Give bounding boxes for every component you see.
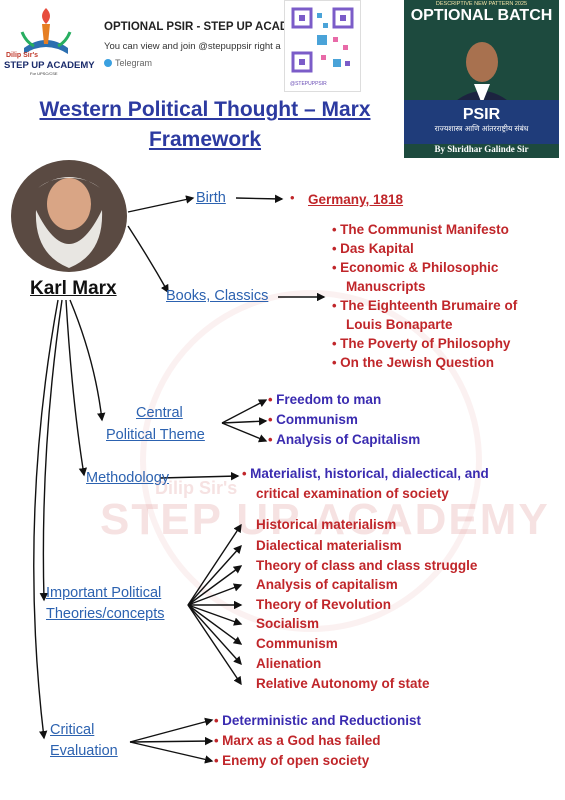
birth-label: Birth bbox=[196, 190, 226, 206]
page-title: Western Political Thought – Marx Framewo… bbox=[39, 98, 371, 151]
theme-item: • Freedom to man bbox=[268, 392, 382, 407]
torch-book-icon bbox=[20, 8, 72, 54]
telegram-title: OPTIONAL PSIR - STEP UP ACADE bbox=[104, 21, 296, 33]
critical-label-1: Critical bbox=[50, 722, 95, 738]
theories-label-2: Theories/concepts bbox=[46, 606, 165, 622]
marx-portrait bbox=[8, 158, 130, 276]
critical-label-2: Evaluation bbox=[50, 743, 118, 759]
watermark-line2: STEP UP ACADEMY bbox=[100, 495, 550, 544]
book-item: • On the Jewish Question bbox=[332, 355, 494, 370]
book-item: • Economic & Philosophic bbox=[332, 260, 499, 275]
logo-line2: STEP UP ACADEMY bbox=[4, 60, 95, 71]
critical-item: • Deterministic and Reductionist bbox=[214, 713, 421, 728]
karl-marx-label: Karl Marx bbox=[30, 278, 117, 299]
telegram-description: You can view and join @stepuppsir right … bbox=[104, 41, 281, 52]
theory-item: Analysis of capitalism bbox=[256, 577, 398, 592]
banner-psir: PSIR bbox=[462, 106, 501, 123]
bullet: • bbox=[290, 190, 295, 205]
book-item: • The Eighteenth Brumaire of bbox=[332, 298, 518, 313]
telegram-link[interactable]: Telegram bbox=[115, 58, 153, 68]
theme-label-2: Political Theme bbox=[106, 427, 205, 443]
birth-value: Germany, 1818 bbox=[308, 192, 404, 207]
theory-item: Historical materialism bbox=[256, 517, 397, 532]
qr-label: @STEPUPPSIR bbox=[290, 81, 327, 87]
book-item: • The Communist Manifesto bbox=[332, 222, 509, 237]
theory-item: Alienation bbox=[256, 656, 322, 671]
banner-title: OPTIONAL BATCH bbox=[410, 7, 553, 24]
book-item: • Das Kapital bbox=[332, 241, 414, 256]
theory-item: Dialectical materialism bbox=[256, 538, 402, 553]
watermark-circle bbox=[140, 290, 482, 632]
theme-item: • Communism bbox=[268, 412, 358, 427]
course-banner bbox=[404, 0, 559, 158]
books-label: Books, Classics bbox=[166, 288, 269, 304]
methodology-line1: • Materialist, historical, dialectical, … bbox=[242, 466, 489, 481]
watermark-line1: Dilip Sir's bbox=[155, 478, 238, 498]
methodology-label: Methodology bbox=[86, 470, 170, 486]
banner-hindi: राज्यशास्त्र आणि आंतरराष्ट्रीय संबंध bbox=[434, 124, 529, 133]
telegram-icon bbox=[104, 59, 112, 67]
theory-item: Relative Autonomy of state bbox=[256, 676, 430, 691]
theory-item: Communism bbox=[256, 636, 338, 651]
academy-logo bbox=[2, 2, 90, 90]
marx-portrait-image bbox=[11, 160, 127, 272]
book-item-cont: Manuscripts bbox=[346, 279, 426, 294]
logo-line3: For UPSC/CSE bbox=[30, 71, 58, 76]
book-item: • The Poverty of Philosophy bbox=[332, 336, 511, 351]
instructor-portrait bbox=[404, 0, 559, 158]
qr-code bbox=[284, 0, 361, 92]
logo-line1: Dilip Sir's bbox=[6, 52, 39, 59]
theory-item: Socialism bbox=[256, 616, 320, 631]
banner-subtitle: DESCRIPTIVE NEW PATTERN 2025 bbox=[435, 1, 528, 7]
critical-item: • Marx as a God has failed bbox=[214, 733, 381, 748]
theme-label-1: Central bbox=[136, 405, 183, 421]
theory-item: Theory of Revolution bbox=[256, 597, 391, 612]
theme-item: • Analysis of Capitalism bbox=[268, 432, 421, 447]
theory-item: Theory of class and class struggle bbox=[256, 558, 478, 573]
book-item-cont: Louis Bonaparte bbox=[346, 317, 453, 332]
qr-code-icon bbox=[291, 7, 354, 73]
methodology-line2: critical examination of society bbox=[256, 486, 449, 501]
theories-label-1: Important Political bbox=[46, 585, 162, 601]
banner-byline: By Shridhar Galinde Sir bbox=[434, 144, 529, 154]
critical-item: • Enemy of open society bbox=[214, 753, 370, 768]
